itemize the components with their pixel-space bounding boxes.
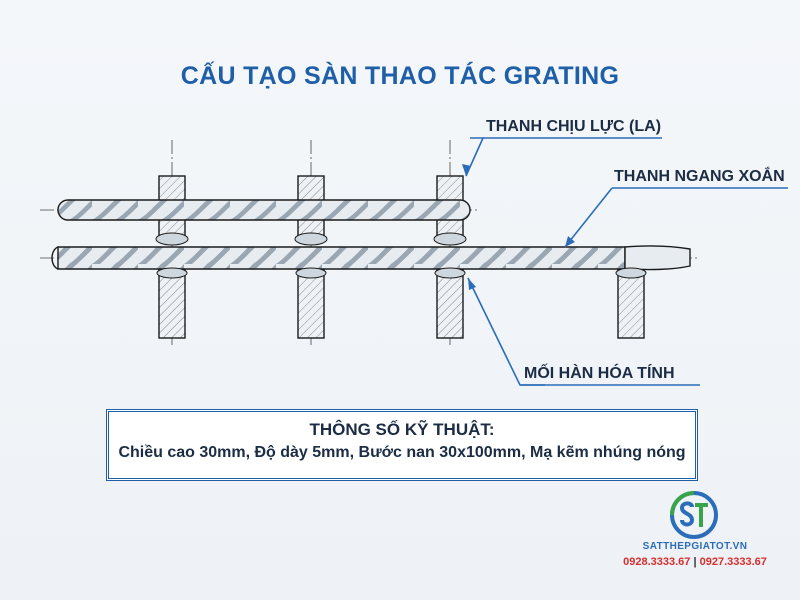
company-logo-icon (670, 491, 718, 539)
weld-4b (615, 267, 647, 279)
lower-twisted-bar (51, 245, 691, 271)
spec-box: THÔNG SỐ KỸ THUẬT: Chiều cao 30mm, Độ dà… (106, 409, 698, 481)
weld-3 (433, 232, 467, 246)
weld-1b (156, 267, 188, 279)
diagram-title: CẤU TẠO SÀN THAO TÁC GRATING (180, 62, 620, 90)
bearing-bars-lower (158, 261, 645, 339)
weld-beads (155, 232, 647, 279)
weld-2b (295, 267, 327, 279)
weld-1 (155, 232, 189, 246)
callout-bearing-bar: THANH CHỊU LỰC (LA) (486, 118, 662, 135)
weld-3b (434, 267, 466, 279)
callout-twisted-bar: THANH NGANG XOẮN (614, 168, 785, 185)
spec-line: Chiều cao 30mm, Độ dày 5mm, Bước nan 30x… (118, 444, 686, 461)
center-lines (40, 140, 700, 345)
logo-phones: 0928.3333.67 | 0927.3333.67 (600, 556, 790, 568)
callout-leaders (465, 137, 788, 386)
leader-twisted-bar (564, 187, 613, 248)
phone-separator: | (693, 556, 697, 568)
callout-weld: MỐI HÀN HÓA TÍNH (524, 365, 675, 382)
phone-2: 0927.3333.67 (699, 556, 767, 568)
upper-twisted-bar (57, 199, 471, 221)
callout-arrowheads (462, 164, 575, 290)
phone-1: 0928.3333.67 (623, 556, 691, 568)
logo-website: SATTHEPGIATOT.VN (642, 541, 748, 552)
weld-2 (294, 232, 328, 246)
spec-heading: THÔNG SỐ KỸ THUẬT: (309, 420, 495, 439)
